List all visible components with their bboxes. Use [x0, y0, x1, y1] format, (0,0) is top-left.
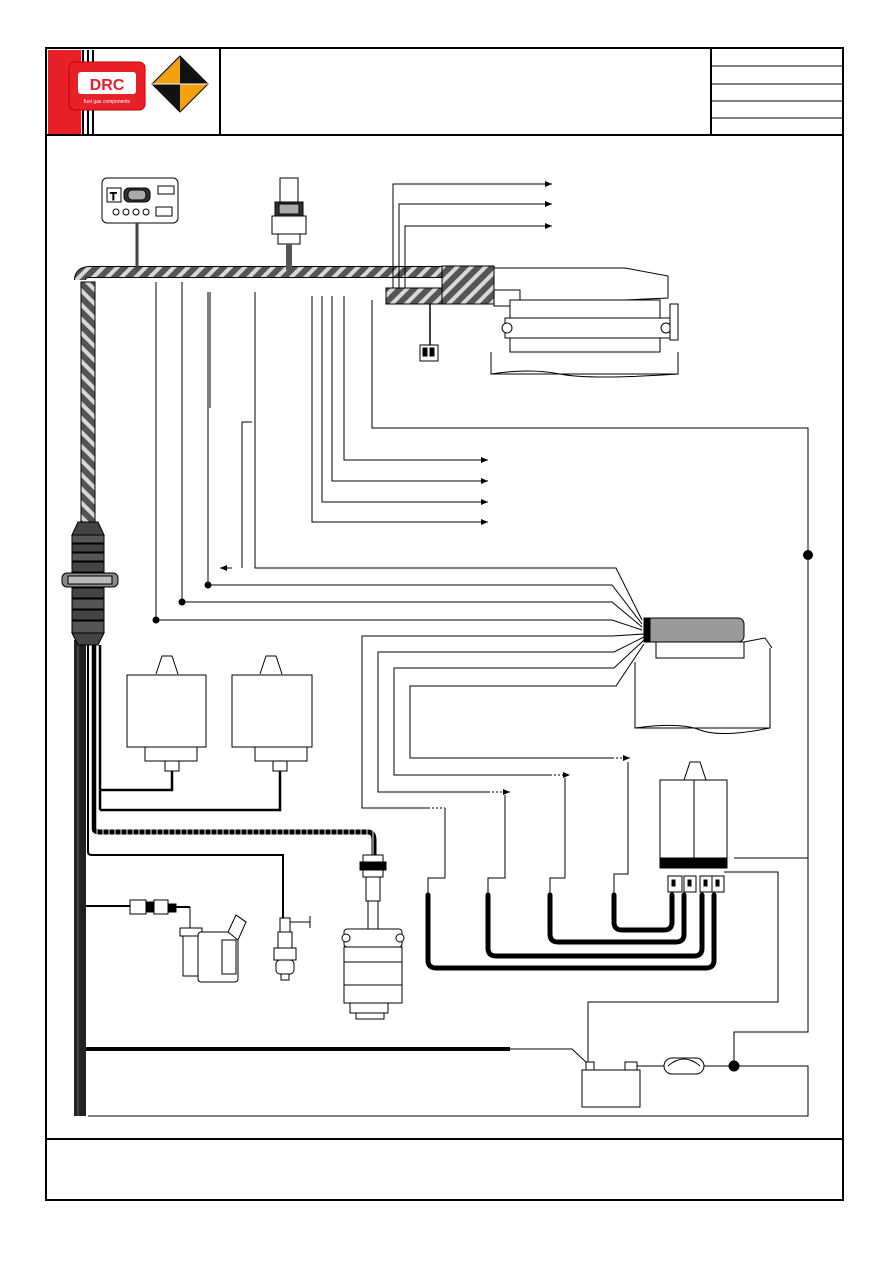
gas-ecu [634, 617, 773, 735]
oxygen-sensor-connector [129, 899, 191, 930]
grommet [61, 521, 119, 646]
frame [45, 47, 844, 1201]
revision-table [711, 65, 843, 119]
gas-ecu-wires [361, 633, 645, 895]
injector-harness [425, 892, 717, 971]
reducer-injector [341, 854, 405, 1020]
branch-nodes [152, 550, 813, 624]
pressure-sensor [271, 177, 307, 270]
branch-wires [155, 282, 809, 1064]
sensor-relay-1 [100, 655, 207, 792]
drc-logo-subtext: fuel gas components [84, 99, 131, 105]
temperature-sensor [273, 916, 311, 981]
main-harness [74, 266, 445, 1116]
ecu-output-wires [392, 181, 552, 300]
battery [581, 1061, 641, 1108]
drc-logo-text: DRC [90, 77, 125, 94]
svg-text:T: T [110, 191, 117, 203]
ecu-main [441, 265, 679, 378]
fuse [637, 1057, 740, 1075]
connector-plug [385, 287, 443, 362]
drc-logo: DRC fuel gas components [68, 61, 146, 111]
switch-panel: T [101, 177, 179, 270]
trunk-subwires [86, 645, 809, 1117]
sensor-relay-2 [100, 655, 313, 812]
dual-relay [587, 761, 808, 1064]
gas-valve [179, 914, 247, 983]
diamond-logo [151, 55, 209, 113]
